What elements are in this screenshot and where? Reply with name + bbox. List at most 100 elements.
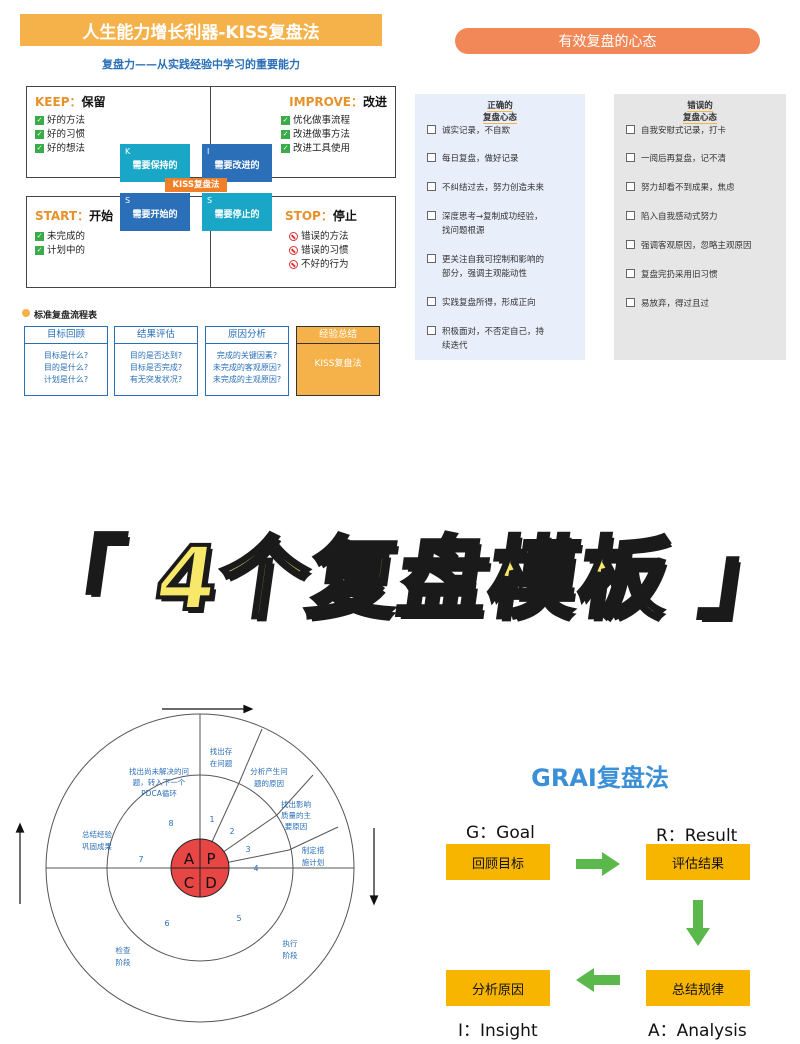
mindset-item: 努力却看不到成果，焦虑 [626,181,776,195]
pdca-letter-p: P [206,850,215,868]
check-icon: ✓ [35,130,44,139]
mindset-item: 深度思考→复制成功经验，找问题根源 [427,210,577,238]
grai-r-label: R：Result [656,826,738,846]
checkbox-icon [427,254,436,263]
checkbox-icon [427,125,436,134]
keep-quadrant: KEEP：保留 ✓好的方法 ✓好的习惯 ✓好的想法 [26,86,212,178]
pdca-step-text: 制定措施计划 [302,845,325,867]
improve-item: ✓改进做事方法 [281,129,351,140]
prohibit-icon [289,260,298,269]
grai-analysis-box: 总结规律 [646,970,750,1006]
flow-title: 标准复盘流程表 [34,311,98,321]
prohibit-icon [289,232,298,241]
pdca-wheel: A P C D 1 2 3 4 5 6 7 8 找出存在问题 分析产生问题的原因… [15,704,379,1023]
mindset-item: 每日复盘，做好记录 [427,152,577,166]
pdca-letter-c: C [184,874,194,892]
checkbox-icon [626,298,635,307]
bullet-icon [22,309,30,317]
mindset-item: 不纠结过去，努力创造未来 [427,181,577,195]
check-icon: ✓ [35,144,44,153]
pdca-step-text: 找出影响质量的主要原因 [281,799,311,831]
kiss-center-label: KISS复盘法 [165,178,227,192]
check-icon: ✓ [281,116,290,125]
step-number: 7 [138,855,143,864]
grai-result-box: 评估结果 [646,844,750,880]
kiss-title: 人生能力增长利器-KISS复盘法 [20,14,382,46]
check-icon: ✓ [35,246,44,255]
step-number: 6 [164,919,169,928]
pdca-step-text: 找出存在问题 [210,746,233,768]
step-number: 8 [168,819,173,828]
arrow-head-icon [369,895,379,906]
mindset-item: 陷入自我感动式努力 [626,210,776,224]
flow-step-highlight: 经验总结 KISS复盘法 [296,326,380,396]
start-item: ✓未完成的 [35,231,86,242]
keep-item: ✓好的习惯 [35,129,86,140]
stop-item: 错误的方法 [289,230,387,244]
mindset-title: 有效复盘的心态 [455,28,760,54]
bad-mindset-column: 错误的复盘心态 自我安慰式记录，打卡 一阅后再复盘，记不清 努力却看不到成果，焦… [614,94,786,360]
arrow-down-icon [686,900,710,946]
pdca-letter-a: A [184,850,195,868]
flow-step: 原因分析 完成的关键因素?未完成的客观原因?未完成的主观原因? [205,326,289,396]
pdca-step-text: 检查阶段 [116,945,131,967]
checkbox-icon [427,211,436,220]
mindset-item: 积极面对，不否定自己，持续迭代 [427,325,577,353]
stop-item: 不好的行为 [289,258,387,272]
mindset-item: 易放弃，得过且过 [626,297,776,311]
checkbox-icon [427,153,436,162]
checkbox-icon [626,153,635,162]
start-item: ✓计划中的 [35,245,86,256]
stop-item: 错误的习惯 [289,244,387,258]
mindset-item: 强调客观原因，忽略主观原因 [626,239,776,253]
arrow-right-icon [576,852,620,876]
mindset-item: 复盘完扔采用旧习惯 [626,268,776,282]
grai-g-label: G：Goal [466,823,535,843]
flow-step: 结果评估 目的是否达到?目标是否完成?有无突发状况? [114,326,198,396]
grai-insight-box: 分析原因 [446,970,550,1006]
good-mindset-column: 正确的复盘心态 诚实记录，不自欺 每日复盘，做好记录 不纠结过去，努力创造未来 … [415,94,585,360]
step-number: 5 [236,914,241,923]
step-number: 2 [229,827,234,836]
grai-a-label: A：Analysis [648,1021,747,1041]
pdca-step-text: 分析产生问题的原因 [250,766,288,788]
checkbox-icon [626,269,635,278]
check-icon: ✓ [35,232,44,241]
grai-goal-box: 回顾目标 [446,844,550,880]
check-icon: ✓ [35,116,44,125]
checkbox-icon [626,211,635,220]
keep-item: ✓好的方法 [35,115,86,126]
flow-step: 目标回顾 目标是什么?目的是什么?计划是什么? [24,326,108,396]
arrow-head-icon [243,704,254,714]
mindset-item: 诚实记录，不自欺 [427,124,577,138]
improve-item: ✓优化做事流程 [281,115,351,126]
kiss-subtitle: 复盘力——从实践经验中学习的重要能力 [102,58,300,71]
pdca-step-text: 执行阶段 [283,938,298,960]
mindset-item: 一阅后再复盘，记不清 [626,152,776,166]
improve-quadrant: IMPROVE：改进 ✓优化做事流程 ✓改进做事方法 ✓改进工具使用 [210,86,396,178]
check-icon: ✓ [281,130,290,139]
checkbox-icon [626,125,635,134]
keep-item: ✓好的想法 [35,143,86,154]
step-number: 4 [253,864,258,873]
checkbox-icon [427,182,436,191]
prohibit-icon [289,246,298,255]
grai-title: GRAI复盘法 [531,764,669,792]
grai-arrows [576,852,710,992]
check-icon: ✓ [281,144,290,153]
mindset-item: 自我安慰式记录，打卡 [626,124,776,138]
improve-item: ✓改进工具使用 [281,143,351,154]
step-number: 1 [209,815,214,824]
pdca-step-text: 总结经验巩固成果 [82,829,112,851]
step-number: 3 [245,845,250,854]
arrow-left-icon [576,968,620,992]
pdca-letter-d: D [205,874,217,892]
checkbox-icon [626,182,635,191]
checkbox-icon [626,240,635,249]
checkbox-icon [427,297,436,306]
